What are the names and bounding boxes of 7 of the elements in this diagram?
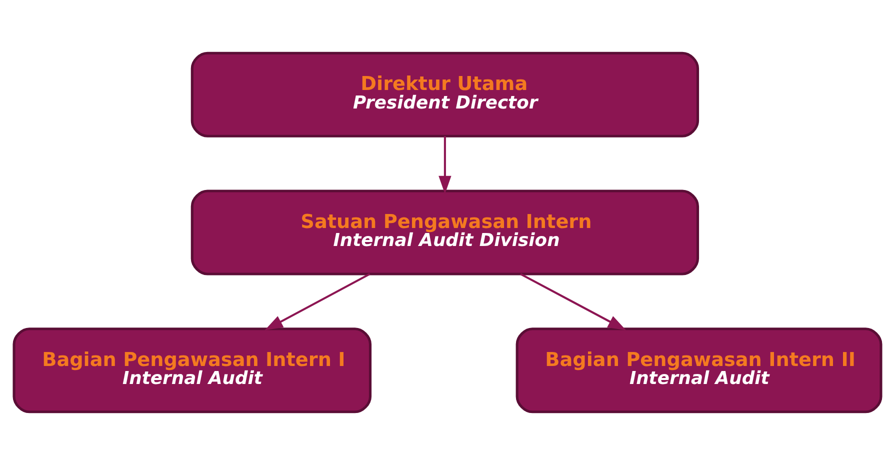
node-box: Direktur Utama President Director <box>190 52 700 138</box>
node-box: Bagian Pengawasan Intern II Internal Audit <box>516 328 882 414</box>
arrow <box>520 273 626 330</box>
arrow <box>438 136 452 194</box>
node-box: Satuan Pengawasan Intern Internal Audit Division <box>190 190 700 276</box>
node-box: Bagian Pengawasan Intern I Internal Audit <box>12 328 372 414</box>
arrow <box>264 273 370 330</box>
